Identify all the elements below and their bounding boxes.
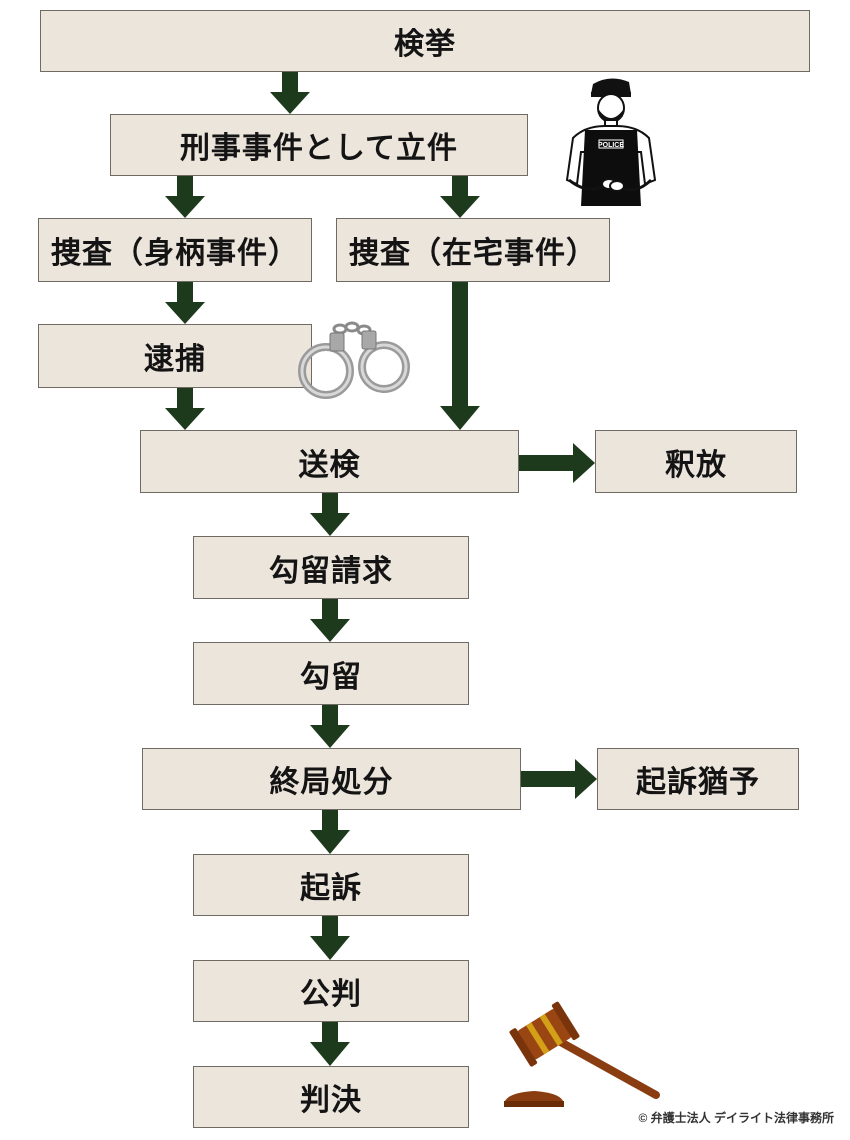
arrow-kenkyo-to-rikken	[270, 72, 310, 114]
arrow-shukyoku-to-kiso-yuyo	[521, 759, 597, 799]
arrow-souken-to-shakuhou	[519, 443, 595, 483]
arrow-rikken-to-sousa-zaitaku	[440, 176, 480, 218]
node-hanketsu: 判決	[193, 1066, 469, 1128]
node-kenkyo: 検挙	[40, 10, 810, 72]
arrow-shukyoku-to-kiso	[310, 810, 350, 854]
node-kouhan: 公判	[193, 960, 469, 1022]
node-souken: 送検	[140, 430, 519, 493]
arrow-souken-to-kouryu-seikyu	[310, 493, 350, 536]
arrow-kiso-to-kouhan	[310, 916, 350, 960]
arrow-kouryu-to-shukyoku	[310, 705, 350, 748]
police-badge-text: POLICE	[598, 142, 624, 149]
copyright-text: © 弁護士法人 デイライト法律事務所	[638, 1111, 834, 1125]
police-officer-icon: POLICE	[565, 78, 657, 206]
node-kiso-yuyo: 起訴猶予	[597, 748, 799, 810]
node-sousa-mugara: 捜査（身柄事件）	[38, 218, 312, 282]
node-kouryu-seikyu: 勾留請求	[193, 536, 469, 599]
node-rikken: 刑事事件として立件	[110, 114, 528, 176]
arrow-taiho-to-souken	[165, 388, 205, 430]
handcuffs-icon	[298, 321, 410, 399]
arrow-sousa-zaitaku-to-souken	[440, 282, 480, 430]
node-taiho: 逮捕	[38, 324, 312, 388]
node-kiso: 起訴	[193, 854, 469, 916]
node-shakuhou: 釈放	[595, 430, 797, 493]
arrow-kouryu-seikyu-to-kouryu	[310, 599, 350, 642]
arrow-kouhan-to-hanketsu	[310, 1022, 350, 1066]
node-shukyoku-shobun: 終局処分	[142, 748, 521, 810]
arrow-sousa-mugara-to-taiho	[165, 282, 205, 324]
node-sousa-zaitaku: 捜査（在宅事件）	[336, 218, 610, 282]
arrow-rikken-to-sousa-mugara	[165, 176, 205, 218]
node-kouryu: 勾留	[193, 642, 469, 705]
gavel-icon	[504, 1001, 660, 1107]
